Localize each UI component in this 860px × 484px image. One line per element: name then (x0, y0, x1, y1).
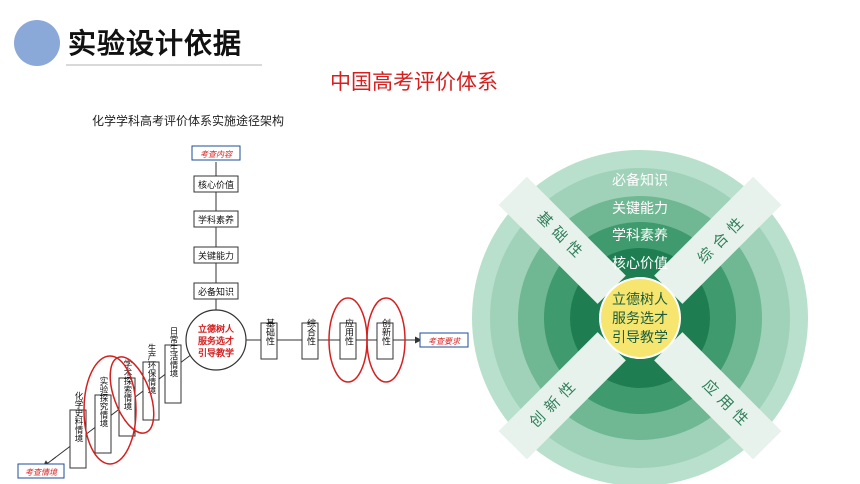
band-bottom-right (654, 332, 782, 460)
bottom-label: 考查情境 (25, 468, 58, 477)
svg-text:必备知识: 必备知识 (198, 286, 234, 298)
highlight-ellipse-experiment (83, 355, 137, 465)
svg-text:学科素养: 学科素养 (198, 214, 234, 226)
diagonal-box-2: 学术探索情境 (118, 359, 136, 437)
right-box-3: 创新性 (376, 317, 394, 360)
highlight-ellipse-innovative (366, 297, 406, 383)
ring-label-2: 学科素养 (612, 228, 668, 244)
svg-text:核心价值: 核心价值 (198, 179, 234, 191)
bottom-label-box (17, 463, 65, 479)
page-title: 实验设计依据 (68, 27, 243, 60)
band-top-right (654, 176, 782, 304)
right-center-line-1: 服务选才 (612, 311, 668, 327)
ring-label-3: 核心价值 (612, 256, 668, 272)
svg-text:化学史料情境: 化学史料情境 (73, 391, 83, 444)
header-underline (66, 64, 262, 66)
right-center-line-2: 引导教学 (612, 330, 668, 346)
svg-text:基础性: 基础性 (264, 317, 275, 346)
top-label-box (191, 145, 241, 161)
band-top-left (498, 176, 626, 304)
diagonal-box-4: 化学史料情境 (69, 391, 87, 469)
svg-text:实验探究情境: 实验探究情境 (98, 376, 108, 429)
svg-text:日常生活情境: 日常生活情境 (168, 327, 178, 379)
right-label: 考查要求 (428, 337, 461, 346)
vertical-box-1: 学科素养 (193, 210, 239, 228)
svg-text:创新性: 创新性 (380, 317, 391, 346)
highlight-ellipse-academic (109, 356, 155, 434)
svg-text:关键能力: 关键能力 (198, 250, 234, 262)
vertical-box-0: 核心价值 (193, 175, 239, 193)
ring-label-0: 必备知识 (612, 172, 668, 189)
svg-text:生产环保情境: 生产环保情境 (146, 343, 156, 396)
right-center-circle (599, 277, 681, 359)
svg-text:综合性: 综合性 (305, 317, 316, 346)
right-box-2: 应用性 (339, 317, 357, 360)
svg-text:学术探索情境: 学术探索情境 (122, 359, 132, 412)
ring-label-1: 关键能力 (612, 201, 668, 217)
diagonal-box-0: 日常生活情境 (164, 327, 182, 404)
left-center-line-1: 服务选才 (198, 335, 234, 347)
right-label-box (419, 332, 469, 348)
left-center-line-0: 立德树人 (198, 323, 235, 335)
right-box-0: 基础性 (260, 317, 278, 360)
left-center-circle (185, 309, 247, 371)
band-bottom-left (498, 332, 626, 460)
right-box-1: 综合性 (301, 317, 319, 360)
vertical-box-2: 关键能力 (193, 246, 239, 264)
svg-text:应用性: 应用性 (343, 317, 354, 346)
vertical-box-3: 必备知识 (193, 282, 239, 300)
diagonal-box-1: 生产环保情境 (142, 343, 160, 421)
left-center-line-2: 引导教学 (198, 347, 234, 359)
header-circle-icon (14, 20, 60, 66)
right-center-line-0: 立德树人 (612, 292, 668, 308)
top-label: 考查内容 (200, 150, 233, 159)
main-title: 中国高考评价体系 (330, 70, 498, 94)
diagram-caption: 化学学科高考评价体系实施途径架构 (92, 114, 285, 128)
diagonal-box-3: 实验探究情境 (94, 376, 112, 454)
